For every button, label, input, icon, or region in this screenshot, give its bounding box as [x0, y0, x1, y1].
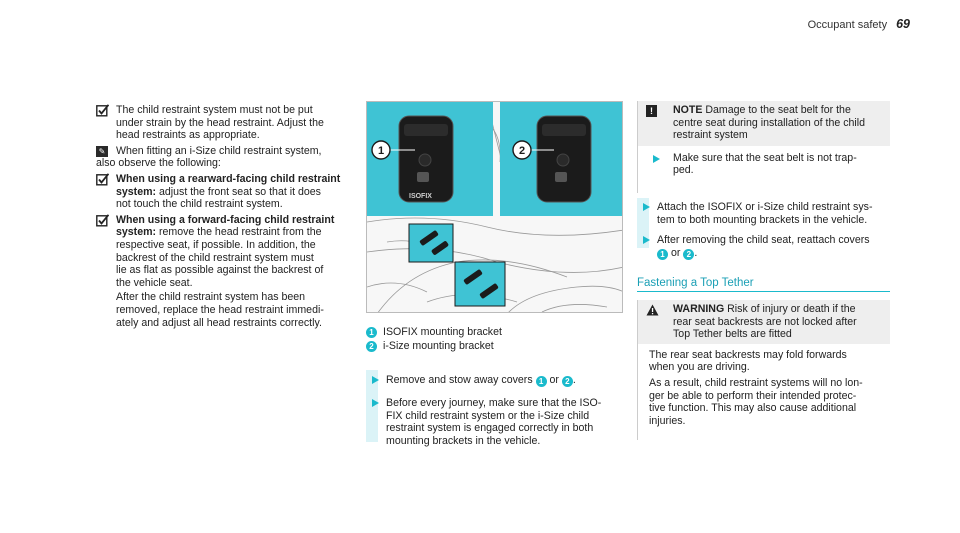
- section-subheading: Fastening a Top Tether: [637, 277, 754, 289]
- text-line: respective seat, if possible. In additio…: [116, 238, 316, 251]
- bold-heading: system:: [116, 226, 157, 239]
- text-line: the vehicle seat.: [116, 276, 193, 289]
- text-line: ately and adjust all head restraints cor…: [116, 316, 322, 329]
- text-line: mounting brackets in the vehicle.: [386, 434, 541, 447]
- note-box: ! NOTE Damage to the seat belt for the c…: [637, 101, 890, 185]
- number-badge: 2: [366, 340, 377, 352]
- text-line: backrest of the child restraint system m…: [116, 251, 314, 264]
- number-badge: 2: [561, 376, 573, 387]
- text-line: restraint system is engaged correctly in…: [386, 422, 594, 435]
- warning-box: WARNING Risk of injury or death if the r…: [637, 300, 890, 433]
- step-list: Attach the ISOFIX or i-Size child restra…: [637, 201, 890, 260]
- instruction-step: After removing the child seat, reattach …: [637, 234, 890, 260]
- text-line: ped.: [673, 164, 694, 177]
- text-line: tem to both mounting brackets in the veh…: [657, 213, 868, 226]
- note-box-rule: [637, 101, 638, 193]
- text-line: When fitting an i-Size child restraint s…: [116, 144, 322, 157]
- instruction-step: Remove and stow away covers 1 or 2.: [366, 374, 623, 387]
- section-name: Occupant safety: [807, 19, 888, 31]
- paragraph: After the child restraint system has bee…: [116, 291, 354, 329]
- warning-box-rule: [637, 300, 638, 440]
- instruction-step: Attach the ISOFIX or i-Size child restra…: [637, 201, 890, 226]
- text-line: FIX child restraint system or the i-Size…: [386, 409, 590, 422]
- text-line: centre seat during installation of the c…: [673, 116, 865, 129]
- text-line: injuries.: [649, 414, 686, 427]
- text-line: After the child restraint system has bee…: [116, 291, 306, 304]
- figure-legend: 1 ISOFIX mounting bracket 2 i-Size mount…: [366, 325, 623, 353]
- text-line: As a result, child restraint systems wil…: [649, 376, 863, 389]
- arrow-right-icon: [653, 154, 660, 163]
- check-item: When using a rearward-facing child restr…: [96, 173, 354, 211]
- checkbox-checked-icon: [96, 104, 109, 117]
- bold-heading: When using a forward-facing child restra…: [116, 213, 335, 226]
- text-line: Top Tether belts are fitted: [673, 328, 792, 341]
- number-badge: 1: [366, 326, 377, 338]
- note-item: ✎ When fitting an i-Size child restraint…: [96, 145, 354, 158]
- arrow-right-icon: [643, 236, 650, 245]
- checkbox-checked-icon: [96, 173, 109, 186]
- check-item: When using a forward-facing child restra…: [96, 214, 354, 329]
- marker-1: [371, 140, 391, 160]
- column-left: The child restraint system must not be p…: [96, 104, 354, 331]
- text-line: under strain by the head restraint. Adju…: [116, 116, 324, 129]
- text-line: also observe the following:: [96, 157, 221, 170]
- note-header: ! NOTE Damage to the seat belt for the c…: [637, 101, 890, 146]
- legend-item: 2 i-Size mounting bracket: [366, 339, 623, 353]
- legend-text: i-Size mounting bracket: [383, 339, 494, 352]
- text-line: Make sure that the seat belt is not trap…: [673, 151, 857, 164]
- text-line: tive function. This may also cause addit…: [649, 402, 857, 415]
- note-icon: ✎: [96, 145, 108, 157]
- text-line: remove the head restraint from the: [156, 226, 322, 239]
- number-badge: 2: [683, 248, 695, 260]
- warning-label: WARNING: [673, 303, 725, 315]
- number-badge: 1: [657, 248, 668, 260]
- bold-heading: When using a rearward-facing child restr…: [116, 172, 341, 185]
- text-line: ger be able to perform their intended pr…: [649, 389, 857, 402]
- text-line: when you are driving.: [649, 361, 750, 374]
- arrow-right-icon: [372, 399, 379, 407]
- text-line: The rear seat backrests may fold forward…: [649, 348, 847, 361]
- note-label: NOTE: [673, 104, 703, 116]
- legend-text: ISOFIX mounting bracket: [383, 325, 502, 338]
- text-line: adjust the front seat so that it does: [156, 185, 321, 198]
- instruction-step: Before every journey, make sure that the…: [366, 397, 623, 447]
- bold-heading: system:: [116, 185, 157, 198]
- arrow-right-icon: [643, 203, 650, 211]
- page-header: Occupant safety 69: [808, 18, 910, 32]
- text-line: Before every journey, make sure that the…: [386, 397, 602, 409]
- isofix-figure: ISOFIX 1 2: [366, 101, 623, 313]
- svg-text:1: 1: [378, 145, 384, 157]
- warning-body: The rear seat backrests may fold forward…: [637, 344, 890, 434]
- subheading-rule: [637, 291, 890, 292]
- svg-text:2: 2: [519, 145, 525, 157]
- checkbox-checked-icon: [96, 213, 109, 227]
- text-line: rear seat backrests are not locked after: [673, 315, 857, 328]
- legend-item: 1 ISOFIX mounting bracket: [366, 325, 623, 339]
- seat-illustration: ISOFIX 1 2: [367, 102, 622, 312]
- check-item: The child restraint system must not be p…: [96, 104, 354, 142]
- note-body: Make sure that the seat belt is not trap…: [637, 146, 890, 185]
- marker-2: [512, 140, 532, 160]
- page-number: 69: [896, 17, 910, 31]
- text-line: lie as flat as possible against the back…: [116, 264, 324, 277]
- text-line: The child restraint system must not be p…: [116, 104, 313, 116]
- text-line: not touch the child restraint system.: [116, 198, 283, 211]
- number-badge: 1: [535, 376, 547, 387]
- text-line: After removing the child seat, reattach …: [657, 234, 870, 247]
- isofix-label: ISOFIX: [409, 193, 432, 200]
- text-line: head restraints as appropriate.: [116, 129, 260, 142]
- step-list: Remove and stow away covers 1 or 2. Befo…: [366, 374, 623, 447]
- text-line: removed, replace the head restraint imme…: [116, 303, 324, 316]
- arrow-right-icon: [372, 376, 379, 384]
- warning-header: WARNING Risk of injury or death if the r…: [637, 300, 890, 344]
- text-line: Attach the ISOFIX or i-Size child restra…: [657, 201, 873, 213]
- warning-triangle-icon: [646, 304, 659, 316]
- exclamation-icon: !: [646, 105, 657, 117]
- text-line: restraint system: [673, 129, 748, 142]
